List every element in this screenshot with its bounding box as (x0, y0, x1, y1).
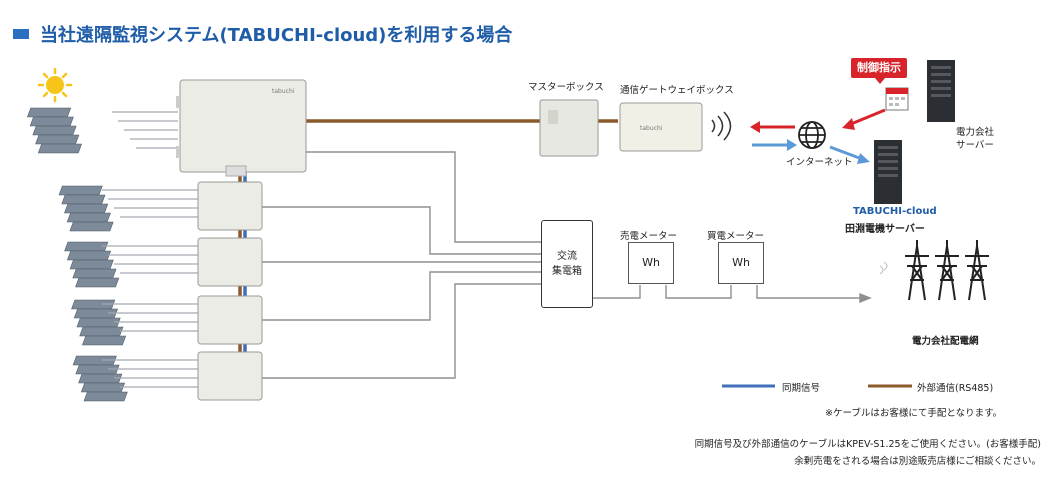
ac-lines (262, 151, 872, 379)
utility-server-label-1: 電力会社 (956, 127, 995, 138)
ac-collector-label-2: 集電箱 (552, 266, 582, 277)
sun-icon (37, 67, 73, 103)
footer-note-1: 同期信号及び外部通信のケーブルはKPEV-S1.25をご使用ください。(お客様手… (694, 439, 1041, 450)
legend-sync-label: 同期信号 (782, 383, 821, 394)
footer-note-2: 余剰売電をされる場合は別途販売店様にご相談ください。 (794, 456, 1041, 467)
svg-text:tabuchi: tabuchi (640, 125, 663, 132)
sell-meter-label: 売電メーター (620, 231, 678, 242)
master-power-conditioner: tabuchi (176, 79, 307, 177)
data-arrows (750, 108, 886, 164)
solar-panel-group-2 (58, 185, 114, 232)
internet-label: インターネット (786, 157, 853, 168)
page-title: 当社遠隔監視システム(TABUCHI-cloud)を利用する場合 (40, 25, 513, 46)
svg-text:tabuchi: tabuchi (272, 88, 295, 95)
solar-panel-group-1 (27, 107, 82, 154)
globe-icon (798, 121, 826, 149)
tabuchi-server-label: 田淵電機サーバー (845, 224, 925, 235)
title-marker (13, 29, 29, 39)
master-box (539, 99, 599, 157)
tabuchi-server-icon (874, 140, 902, 204)
solar-panel-group-3 (64, 241, 120, 288)
gateway-box-label: 通信ゲートウェイボックス (620, 85, 734, 96)
tabuchi-cloud-label: TABUCHI-cloud (853, 206, 937, 217)
utility-server-label-2: サーバー (956, 140, 994, 151)
slave-power-conditioners (197, 181, 263, 401)
sell-meter: Wh (628, 242, 674, 284)
buy-meter-label: 買電メーター (707, 231, 765, 242)
grid-label: 電力会社配電網 (912, 336, 979, 347)
solar-panel-group-5 (72, 355, 128, 402)
cable-note: ※ケーブルはお客様にて手配となります。 (825, 408, 1003, 419)
dc-wiring (102, 111, 198, 388)
utility-server-icon (927, 60, 955, 122)
solar-panel-group-4 (71, 299, 127, 346)
transmission-tower-icon (905, 240, 989, 301)
power-wave-marks (879, 261, 888, 275)
master-box-label: マスターボックス (528, 82, 604, 93)
wireless-icon (711, 111, 732, 141)
ac-collector-box: 交流 集電箱 (541, 220, 593, 308)
legend-comm-label: 外部通信(RS485) (917, 383, 994, 394)
calendar-icon (885, 87, 909, 111)
ac-collector-label-1: 交流 (557, 251, 577, 262)
gateway-box-device: tabuchi (619, 102, 703, 152)
buy-meter: Wh (718, 242, 764, 284)
control-instruction-badge: 制御指示 (851, 58, 907, 84)
